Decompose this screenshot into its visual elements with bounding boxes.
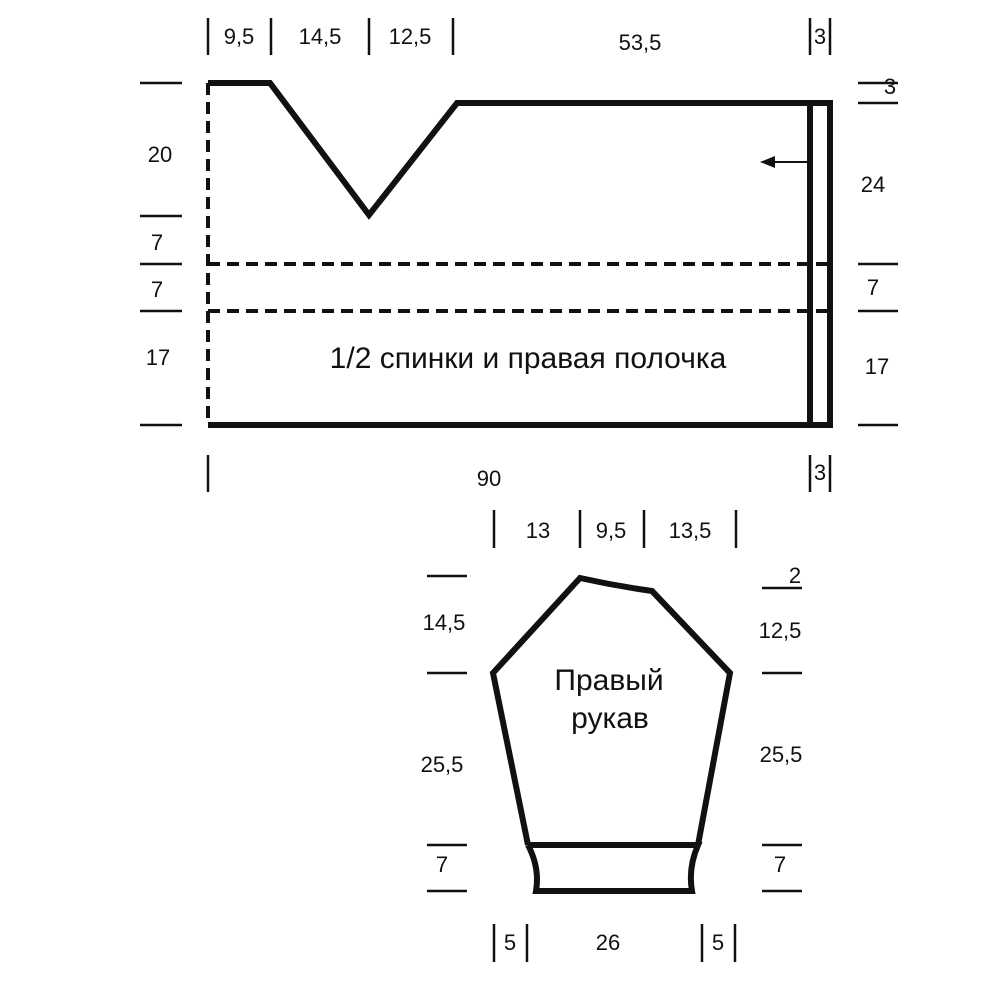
back-top-width-3: 12,5 [389,24,432,49]
back-bottom-band-width: 3 [814,460,826,485]
back-right-height-4: 17 [865,354,889,379]
back-top-ticks [206,18,832,55]
back-left-ticks [140,81,182,427]
sleeve-title-line-2: рукав [571,702,649,735]
sleeve-right-height-2: 12,5 [759,618,802,643]
sleeve-bottom-width-2: 26 [596,930,620,955]
back-right-height-3: 7 [867,275,879,300]
back-left-height-4: 17 [146,345,170,370]
sleeve-bottom-width-3: 5 [712,930,724,955]
knitting-direction-arrow-icon [760,156,808,168]
sleeve-left-height-2: 25,5 [421,752,464,777]
back-panel-schematic: 9,5 14,5 12,5 53,5 3 20 7 7 17 3 24 7 17 [140,18,898,492]
sleeve-left-height-3: 7 [436,852,448,877]
back-top-band-width: 3 [814,24,826,49]
sleeve-right-height-3: 25,5 [760,742,803,767]
sleeve-cuff-outline [525,842,703,894]
back-bottom-ticks [206,455,832,492]
back-top-width-2: 14,5 [299,24,342,49]
sleeve-right-ticks [762,586,802,893]
sleeve-schematic: 13 9,5 13,5 14,5 25,5 7 2 12,5 25,5 7 Пр… [421,510,803,962]
back-right-ticks [858,81,898,427]
sleeve-left-height-1: 14,5 [423,610,466,635]
sleeve-top-ticks [492,510,738,548]
back-right-height-1: 3 [884,74,896,99]
back-bottom-width: 90 [477,466,501,491]
sleeve-right-height-4: 7 [774,852,786,877]
sleeve-right-height-1: 2 [789,563,801,588]
sleeve-top-width-3: 13,5 [669,518,712,543]
sleeve-top-width-1: 13 [526,518,550,543]
back-panel-title: 1/2 спинки и правая полочка [330,342,727,375]
sleeve-bottom-width-1: 5 [504,930,516,955]
back-left-height-3: 7 [151,277,163,302]
sleeve-outline [489,574,734,846]
back-left-height-1: 20 [148,142,172,167]
back-top-width-4: 53,5 [619,30,662,55]
back-top-width-1: 9,5 [224,24,255,49]
sleeve-bottom-ticks [492,924,737,962]
sleeve-title-line-1: Правый [554,664,663,697]
back-right-height-2: 24 [861,172,885,197]
sleeve-left-ticks [427,574,467,893]
back-panel-outline [208,80,833,428]
back-left-height-2: 7 [151,230,163,255]
sleeve-top-width-2: 9,5 [596,518,627,543]
